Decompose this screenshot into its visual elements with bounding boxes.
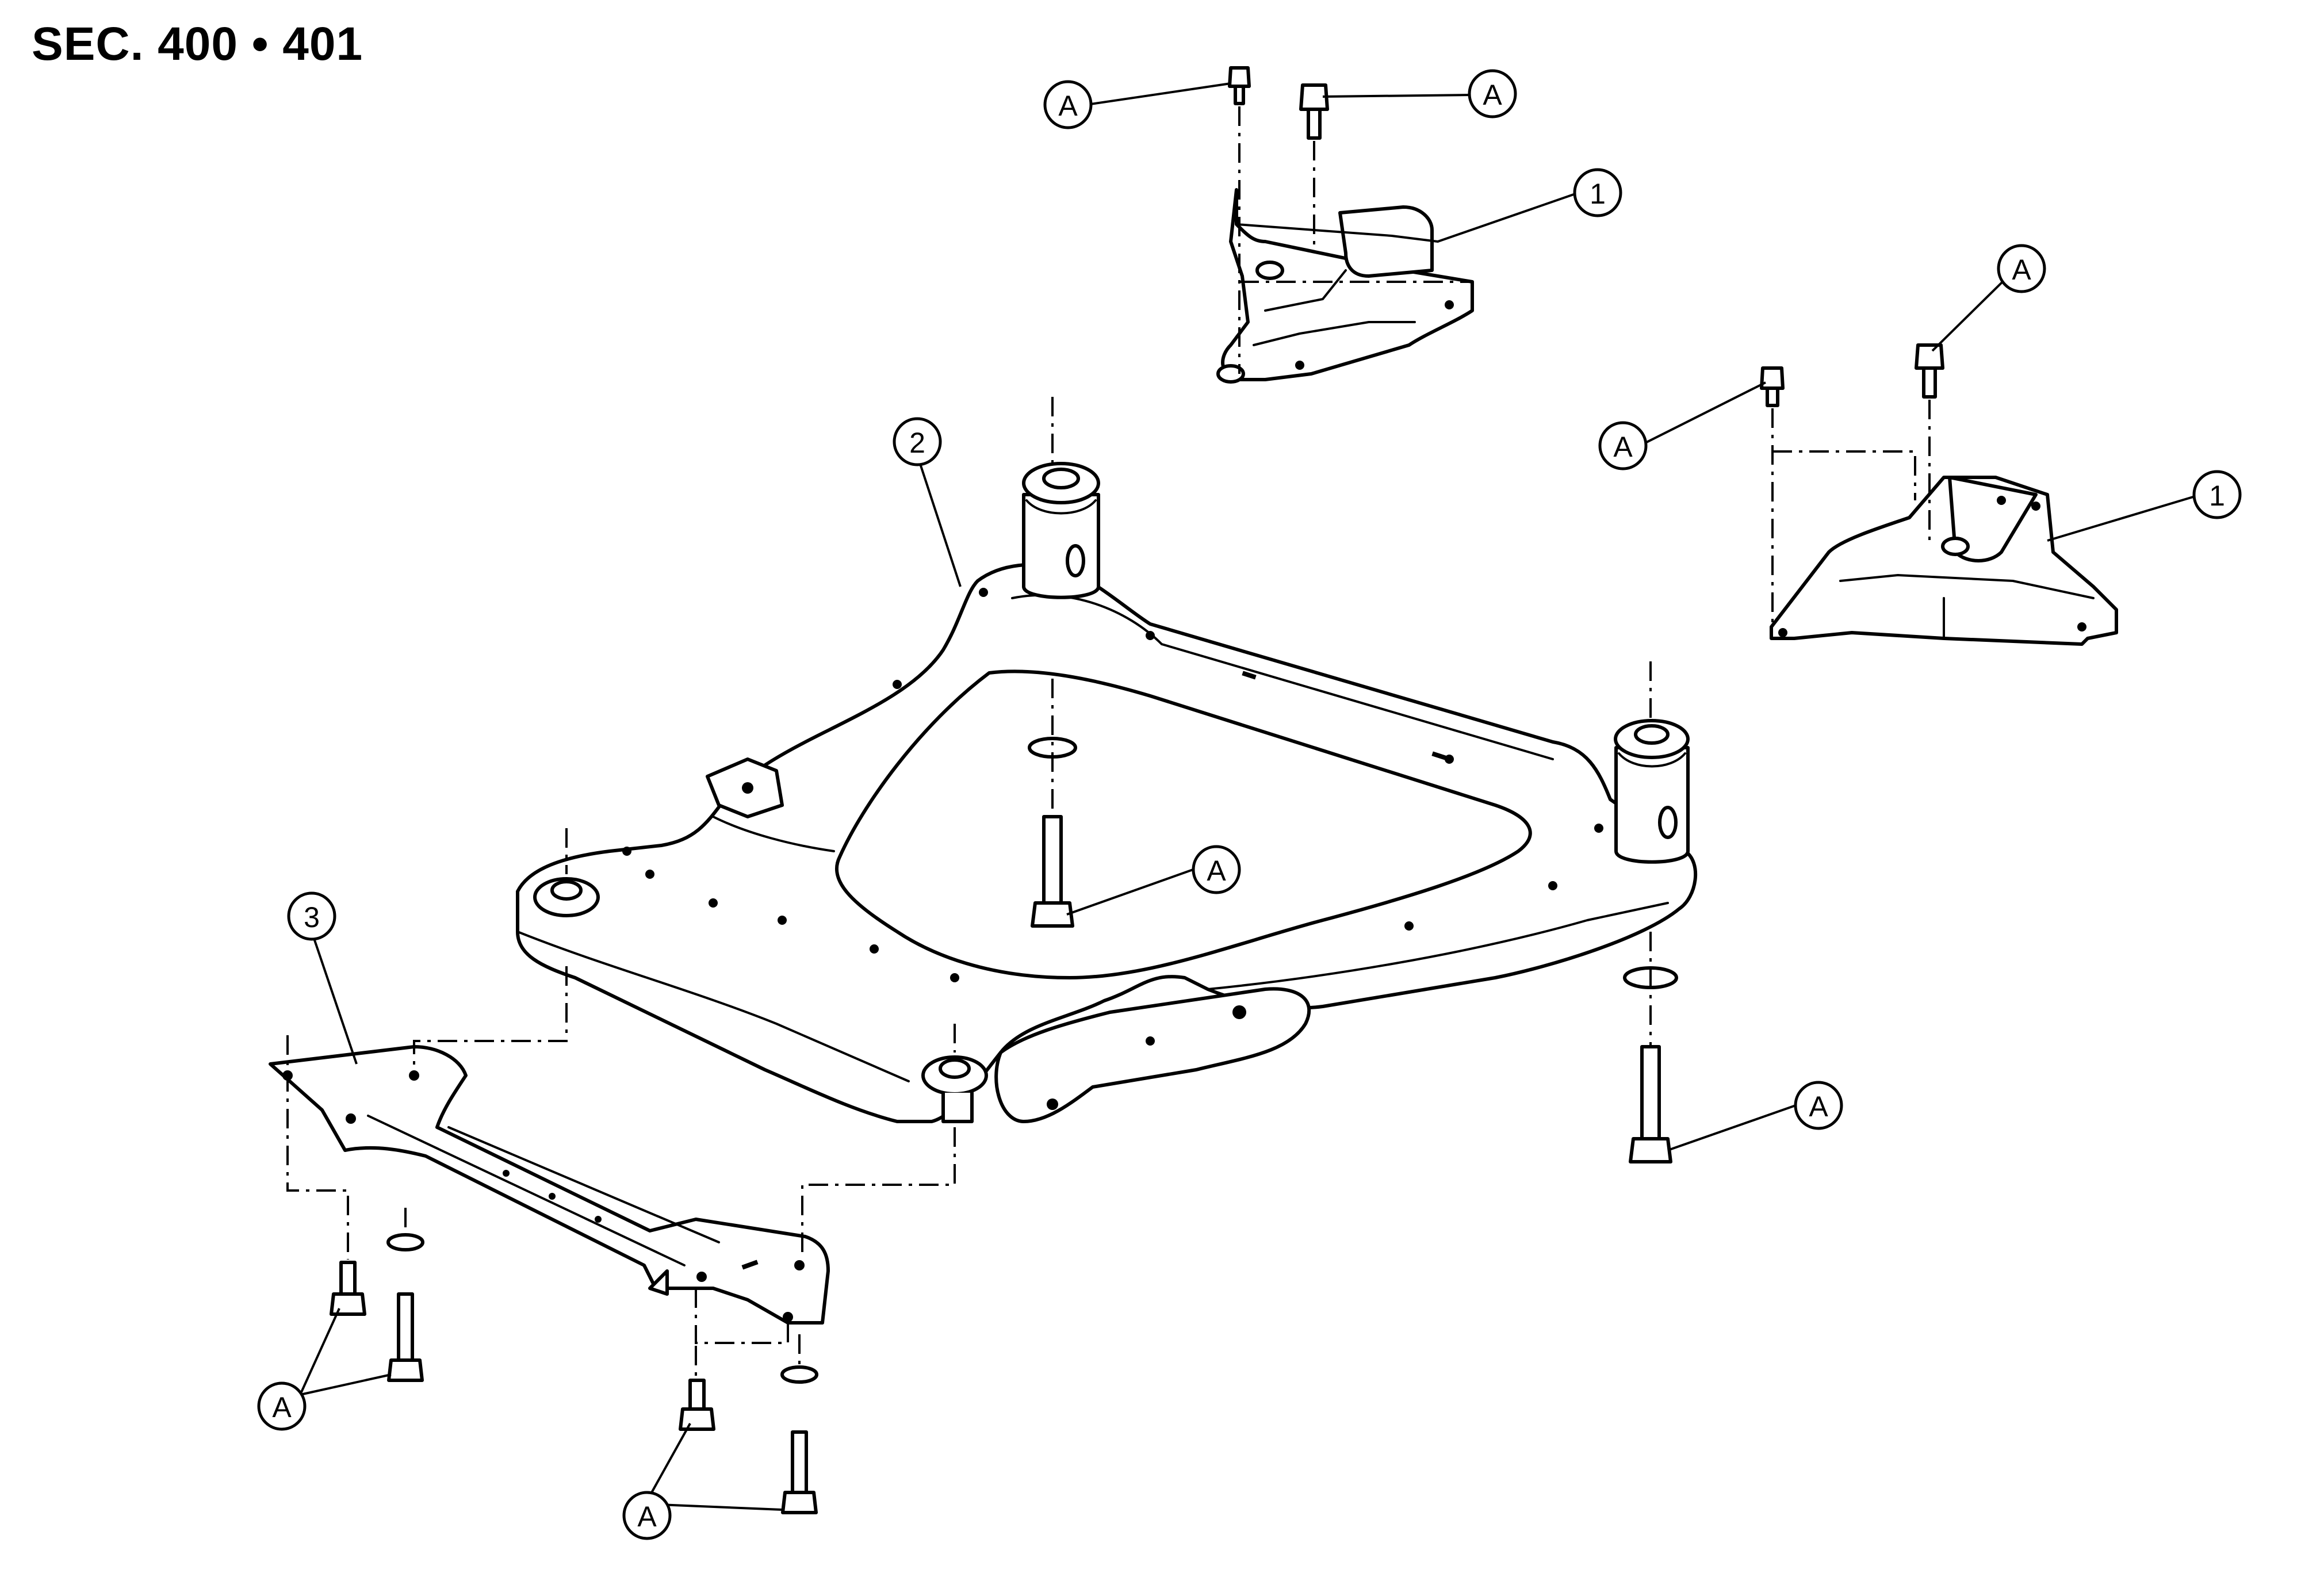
svg-text:A: A	[2012, 254, 2031, 286]
rear-right-mount-tower	[1614, 719, 1690, 864]
callout-a-center: A	[1192, 845, 1241, 894]
bolt-upper-left	[1228, 66, 1251, 105]
callout-1-upper: 1	[1573, 168, 1622, 217]
front-suspension-member	[516, 562, 1698, 1123]
leader-lines	[299, 82, 2197, 1511]
mount-bracket-upper	[1216, 188, 1474, 384]
assembly-center-lines	[286, 106, 1931, 1377]
bolt-upper-center	[1299, 83, 1329, 140]
bolt-right-rear	[1629, 1045, 1672, 1163]
svg-text:A: A	[637, 1501, 657, 1533]
svg-text:1: 1	[2209, 480, 2225, 512]
svg-text:A: A	[1483, 79, 1502, 111]
callout-a-right-left: A	[1598, 421, 1648, 470]
svg-text:3: 3	[304, 901, 320, 933]
svg-text:1: 1	[1590, 178, 1606, 210]
svg-text:A: A	[272, 1391, 292, 1423]
bolt-right-left	[1760, 366, 1785, 407]
svg-text:A: A	[1058, 90, 1078, 122]
svg-text:A: A	[1207, 855, 1226, 887]
callout-a-right-top: A	[1997, 244, 2046, 293]
svg-text:2: 2	[909, 427, 925, 459]
callout-a-upper-left: A	[1043, 80, 1093, 129]
washer-stay-left	[386, 1233, 424, 1251]
callout-a-right-rear: A	[1794, 1081, 1843, 1130]
washer-stay-right	[780, 1365, 818, 1384]
svg-text:A: A	[1809, 1090, 1828, 1123]
rear-left-mount-tower	[1022, 462, 1100, 599]
callouts: A A 1 A A 1 2 A	[257, 69, 2242, 1540]
section-title: SEC. 400 • 401	[32, 18, 363, 70]
callout-a-stay-left: A	[257, 1381, 307, 1431]
bolt-stay-right-long	[781, 1430, 818, 1514]
bolt-stay-left-short	[330, 1261, 366, 1316]
bolt-stay-left-long	[387, 1292, 424, 1382]
bolt-right-center	[1915, 343, 1944, 399]
callout-a-upper-right: A	[1468, 69, 1517, 118]
callout-1-right: 1	[2192, 470, 2242, 519]
mount-bracket-right	[1770, 476, 2118, 646]
callout-3: 3	[287, 891, 336, 941]
bolt-stay-right-short	[679, 1379, 715, 1431]
stay	[269, 1045, 830, 1325]
callout-a-stay-right: A	[622, 1491, 672, 1540]
svg-text:A: A	[1613, 431, 1633, 463]
callout-2: 2	[893, 417, 942, 466]
bolt-center-rear	[1031, 815, 1074, 928]
